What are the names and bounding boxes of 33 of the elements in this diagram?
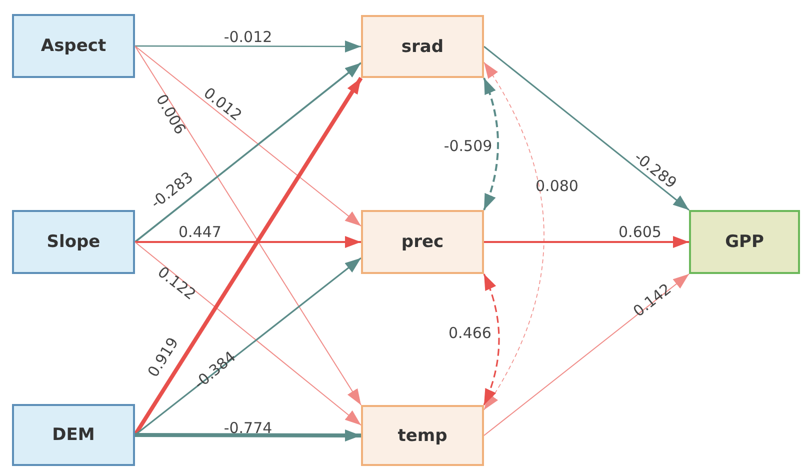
variable-name: srad (401, 36, 444, 56)
variable-box (361, 210, 484, 274)
edge-label: 0.080 (536, 178, 578, 194)
variable-name: DEM (52, 425, 95, 445)
edge-label: 0.447 (178, 224, 222, 240)
variable-name: temp (398, 426, 448, 446)
path-arrow (134, 46, 362, 226)
path-arrow (483, 78, 499, 210)
path-arrow (134, 62, 362, 243)
edge-label: 0.605 (618, 224, 662, 240)
edge-label: -0.774 (224, 420, 272, 436)
variable-box (361, 405, 484, 466)
variable-box (689, 210, 800, 274)
variable-box (12, 210, 135, 274)
path-arrow (483, 274, 500, 406)
variable-name: Aspect (40, 36, 106, 56)
variable-box (12, 404, 135, 466)
path-arrow (484, 236, 689, 248)
variable-box (361, 15, 484, 78)
path-arrow (484, 46, 690, 211)
edge-label: 0.466 (448, 326, 492, 340)
edge-label: -0.012 (224, 30, 272, 44)
edge-label: -0.509 (444, 138, 492, 154)
path-arrow (135, 429, 361, 442)
path-arrow (484, 62, 544, 410)
variable-box (12, 14, 135, 78)
path-arrow (134, 46, 362, 406)
path-arrow (484, 274, 690, 436)
variable-name: prec (401, 232, 444, 252)
path-arrow (135, 236, 361, 248)
variable-name: GPP (725, 232, 764, 252)
path-arrow (135, 40, 361, 52)
variable-name: Slope (46, 232, 100, 252)
